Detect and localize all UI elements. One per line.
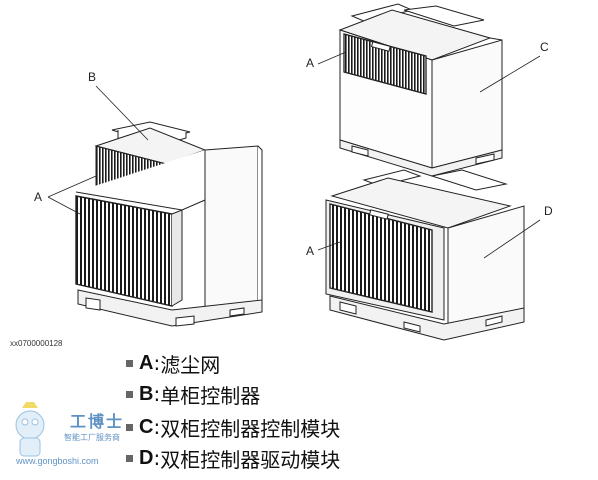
watermark: 工博士 智能工厂服务商 www.gongboshi.com — [6, 398, 166, 478]
legend-text: 单柜控制器 — [160, 383, 261, 408]
callout-a-bottom-right: A — [306, 244, 315, 258]
callout-a-left: A — [34, 190, 43, 204]
bullet-icon — [126, 390, 133, 398]
watermark-name: 工博士 — [70, 412, 125, 431]
watermark-mascot-icon — [15, 402, 45, 457]
legend-separator: : — [153, 415, 161, 439]
legend-text: 滤尘网 — [160, 352, 221, 377]
double-cabinet-drive-module — [325, 169, 525, 341]
callout-b: B — [88, 70, 97, 84]
legend-text: 双柜控制器驱动模块 — [160, 447, 341, 472]
legend-key: A — [139, 351, 154, 374]
bullet-icon — [126, 423, 133, 431]
leader-lines-left — [47, 85, 149, 215]
bullet-icon — [126, 454, 133, 462]
legend-text: 双柜控制器控制模块 — [160, 416, 341, 441]
legend-key: D — [139, 446, 154, 469]
leader-lines-right — [317, 51, 541, 259]
legend-separator: : — [153, 351, 161, 375]
legend-key: B — [139, 382, 154, 405]
figure-id: xx0700000128 — [10, 339, 63, 348]
legend-separator: : — [153, 382, 161, 406]
bullet-icon — [126, 359, 133, 367]
legend-item-c: C : 双柜控制器控制模块 — [126, 414, 341, 441]
legend-item-b: B : 单柜控制器 — [126, 381, 261, 408]
legend-key: C — [139, 415, 154, 438]
callout-a-top-right: A — [306, 56, 315, 70]
double-cabinet-control-module — [338, 3, 503, 177]
legend-item-d: D : 双柜控制器驱动模块 — [126, 445, 341, 472]
single-cabinet-controller — [75, 121, 263, 327]
watermark-url: www.gongboshi.com — [16, 456, 99, 466]
legend-separator: : — [153, 446, 161, 470]
callout-c: C — [540, 40, 549, 54]
watermark-slogan: 智能工厂服务商 — [64, 433, 120, 442]
legend-item-a: A : 滤尘网 — [126, 350, 221, 377]
callout-d: D — [544, 204, 553, 218]
